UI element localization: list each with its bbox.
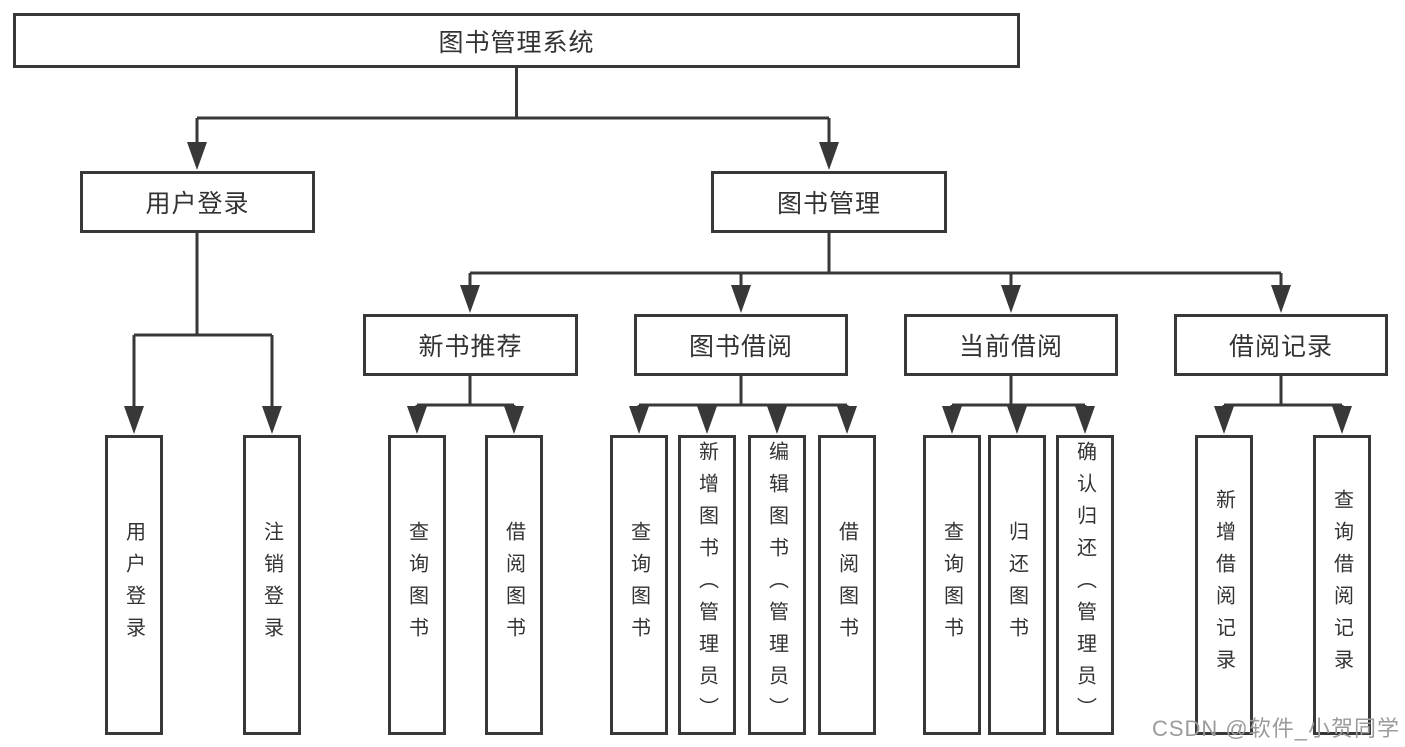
arrowhead: [262, 406, 282, 434]
arrowhead: [504, 406, 524, 434]
node-user-login-label: 用户登录: [145, 190, 250, 218]
connector-user-login-to-leaves: [132, 233, 274, 410]
node-new-book-recommend-label: 新书推荐: [418, 333, 523, 361]
arrowhead: [124, 406, 144, 434]
leaf-logout: 注销登录: [243, 435, 301, 735]
leaf-logout-label: 注销登录: [260, 521, 283, 649]
node-current-borrow-label: 当前借阅: [958, 333, 1063, 361]
leaf-confirm-return-admin-label: 确认归还（管理员）: [1073, 441, 1096, 729]
arrowhead: [187, 142, 207, 170]
arrowhead: [629, 406, 649, 434]
node-borrow-records: 借阅记录: [1174, 314, 1388, 376]
arrowhead: [1075, 406, 1095, 434]
watermark: CSDN @软件_小贺同学: [1151, 716, 1400, 741]
node-book-borrow: 图书借阅: [634, 314, 848, 376]
leaf-confirm-return-admin: 确认归还（管理员）: [1056, 435, 1114, 735]
arrowhead: [1214, 406, 1234, 434]
node-book-management-label: 图书管理: [776, 190, 881, 218]
connector-new-book-to-leaves: [415, 376, 516, 412]
leaf-user-login: 用户登录: [105, 435, 163, 735]
connector-root-to-level2: [195, 68, 831, 146]
connector-book-management-to-level3: [468, 233, 1283, 289]
leaf-edit-books-admin-label: 编辑图书（管理员）: [765, 441, 788, 729]
arrowhead: [767, 406, 787, 434]
arrowhead: [1271, 285, 1291, 313]
arrowhead: [942, 406, 962, 434]
leaf-query-books-2-label: 查询图书: [627, 521, 650, 649]
leaf-add-books-admin: 新增图书（管理员）: [678, 435, 736, 735]
arrowhead: [837, 406, 857, 434]
leaf-query-books-1-label: 查询图书: [405, 521, 428, 649]
leaf-borrow-books-1: 借阅图书: [485, 435, 543, 735]
node-borrow-records-label: 借阅记录: [1228, 333, 1333, 361]
arrowhead: [731, 285, 751, 313]
arrowhead: [819, 142, 839, 170]
leaf-query-borrow-record-label: 查询借阅记录: [1330, 489, 1353, 681]
leaf-edit-books-admin: 编辑图书（管理员）: [748, 435, 806, 735]
arrowhead: [1007, 406, 1027, 434]
leaf-query-books-1: 查询图书: [388, 435, 446, 735]
leaf-borrow-books-1-label: 借阅图书: [502, 521, 525, 649]
node-book-management: 图书管理: [711, 171, 947, 233]
leaf-return-books-label: 归还图书: [1005, 521, 1028, 649]
arrowhead: [460, 285, 480, 313]
node-current-borrow: 当前借阅: [904, 314, 1118, 376]
arrowhead: [697, 406, 717, 434]
arrowhead: [1332, 406, 1352, 434]
leaf-user-login-label: 用户登录: [122, 521, 145, 649]
node-user-login: 用户登录: [80, 171, 315, 233]
node-root: 图书管理系统: [13, 13, 1020, 68]
node-new-book-recommend: 新书推荐: [363, 314, 578, 376]
leaf-query-borrow-record: 查询借阅记录: [1313, 435, 1371, 735]
connector-book-borrow-to-leaves: [637, 376, 849, 412]
leaf-query-books-2: 查询图书: [610, 435, 668, 735]
node-book-borrow-label: 图书借阅: [688, 333, 793, 361]
leaf-add-borrow-record: 新增借阅记录: [1195, 435, 1253, 735]
leaf-add-books-admin-label: 新增图书（管理员）: [695, 441, 718, 729]
leaf-return-books: 归还图书: [988, 435, 1046, 735]
leaf-borrow-books-2-label: 借阅图书: [835, 521, 858, 649]
leaf-query-books-3-label: 查询图书: [940, 521, 963, 649]
arrowhead: [407, 406, 427, 434]
leaf-query-books-3: 查询图书: [923, 435, 981, 735]
connector-borrow-records-to-leaves: [1222, 376, 1344, 412]
leaf-borrow-books-2: 借阅图书: [818, 435, 876, 735]
node-root-label: 图书管理系统: [438, 28, 595, 57]
leaf-add-borrow-record-label: 新增借阅记录: [1212, 489, 1235, 681]
arrowhead: [1001, 285, 1021, 313]
